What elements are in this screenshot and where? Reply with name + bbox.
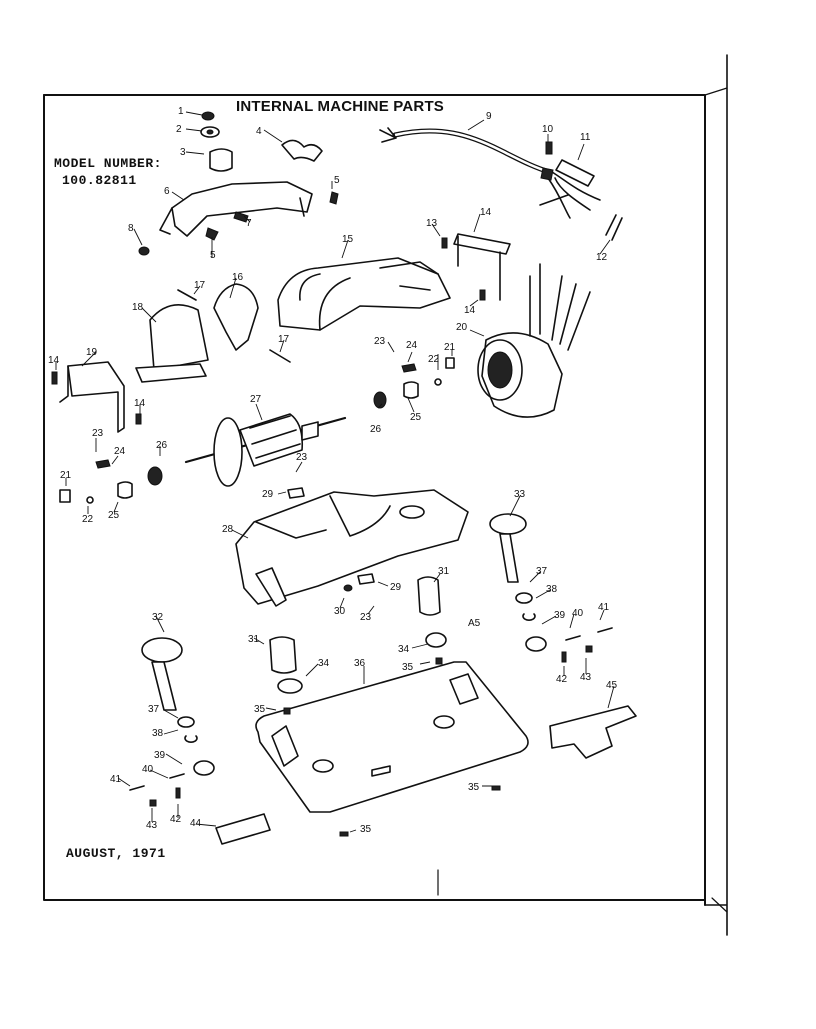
callout-number: 8 (128, 223, 134, 234)
callout-number: 19 (86, 347, 98, 358)
small-hardware-parts (59, 357, 613, 837)
callout-number: 1 (178, 106, 184, 117)
callout-number: 11 (580, 132, 591, 143)
callout-number: 24 (114, 446, 126, 457)
callout-number: 22 (82, 514, 94, 525)
callout-number: 20 (456, 322, 468, 333)
motor-housing-part (277, 257, 451, 331)
callout-number: 16 (232, 272, 244, 283)
lever-part (549, 705, 637, 759)
callout-number: 28 (222, 524, 234, 535)
callout-number: 14 (48, 355, 60, 366)
callout-number: 2 (176, 124, 182, 135)
callout-number: 38 (546, 584, 558, 595)
callout-number: 13 (426, 218, 438, 229)
callout-number: 30 (334, 606, 346, 617)
callout-number: 35 (254, 704, 266, 715)
model-number-label: MODEL NUMBER: (54, 156, 162, 171)
callout-number: 21 (444, 342, 456, 353)
callout-number: 43 (580, 672, 592, 683)
callout-number: 35 (402, 662, 414, 673)
callout-number: 42 (556, 674, 568, 685)
callout-number: 31 (248, 634, 260, 645)
callout-number: 27 (250, 394, 262, 405)
callout-number: 43 (146, 820, 158, 831)
callout-number: 31 (438, 566, 450, 577)
top-small-parts (138, 111, 339, 256)
brush-holder-parts (135, 283, 291, 383)
callout-number: 12 (596, 252, 608, 263)
clip-part (545, 141, 623, 241)
callout-leaders (55, 111, 615, 833)
callout-number: 33 (514, 489, 526, 500)
callout-number: 9 (486, 111, 492, 122)
power-cord-part (379, 127, 601, 219)
callout-number: 18 (132, 302, 144, 313)
callout-number: 34 (398, 644, 410, 655)
callout-number: 26 (156, 440, 168, 451)
stator-part (477, 263, 591, 418)
callout-number: 14 (134, 398, 146, 409)
callout-number: 38 (152, 728, 164, 739)
armature-part (184, 413, 347, 487)
callout-number: 40 (142, 764, 154, 775)
callout-numbers: 1234567859101112131414151617171819141420… (48, 106, 618, 835)
left-bracket-part (51, 361, 142, 433)
publication-date: AUGUST, 1971 (66, 846, 166, 861)
callout-number: 23 (374, 336, 386, 347)
callout-number: 25 (108, 510, 120, 521)
callout-number: 23 (296, 452, 308, 463)
callout-number: 17 (278, 334, 290, 345)
callout-number: 36 (354, 658, 366, 669)
callout-number: 7 (246, 218, 252, 229)
diagram-title: INTERNAL MACHINE PARTS (236, 98, 445, 115)
callout-number: 10 (542, 124, 554, 135)
callout-number: A5 (468, 618, 481, 629)
bracket-part (441, 233, 511, 301)
model-number-value: 100.82811 (62, 173, 137, 188)
callout-number: 42 (170, 814, 182, 825)
callout-number: 39 (554, 610, 566, 621)
callout-number: 6 (164, 186, 170, 197)
gear-case-part (235, 489, 469, 607)
callout-number: 14 (464, 305, 476, 316)
callout-number: 45 (606, 680, 618, 691)
callout-number: 22 (428, 354, 440, 365)
callout-number: 23 (360, 612, 372, 623)
callout-number: 44 (190, 818, 202, 829)
callout-number: 21 (60, 470, 72, 481)
callout-number: 32 (152, 612, 164, 623)
page-frame (43, 54, 728, 936)
callout-number: 15 (342, 234, 354, 245)
callout-number: 37 (536, 566, 548, 577)
callout-number: 23 (92, 428, 104, 439)
callout-number: 17 (194, 280, 206, 291)
guide-plate-part (215, 813, 271, 845)
callout-number: 5 (334, 175, 340, 186)
callout-number: 37 (148, 704, 160, 715)
callout-number: 41 (598, 602, 610, 613)
callout-number: 29 (262, 489, 274, 500)
shaft-parts (269, 576, 441, 674)
callout-number: 41 (110, 774, 122, 785)
callout-number: 25 (410, 412, 422, 423)
callout-number: 34 (318, 658, 330, 669)
callout-number: 14 (480, 207, 492, 218)
callout-number: 24 (406, 340, 418, 351)
callout-number: 35 (468, 782, 480, 793)
callout-number: 26 (370, 424, 382, 435)
base-plate-part (255, 661, 529, 813)
callout-number: 39 (154, 750, 166, 761)
callout-number: 4 (256, 126, 262, 137)
callout-number: 5 (210, 250, 216, 261)
callout-number: 29 (390, 582, 402, 593)
gear-parts (141, 513, 527, 711)
callout-number: 40 (572, 608, 584, 619)
callout-number: 3 (180, 147, 186, 158)
callout-number: 35 (360, 824, 372, 835)
